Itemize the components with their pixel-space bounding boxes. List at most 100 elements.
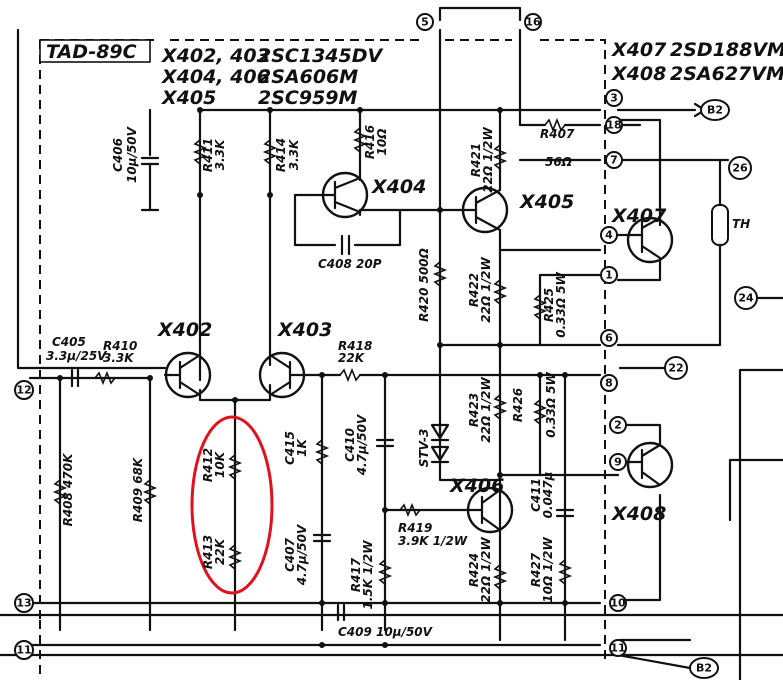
capacitor-c408	[340, 234, 351, 256]
label-r410-value: 3.3K	[103, 351, 135, 365]
terminal-2: 2	[609, 416, 627, 434]
board-outline	[39, 39, 606, 680]
capacitor-c411	[555, 508, 575, 518]
neighbor-board-edge	[738, 368, 783, 680]
resistor-r426	[532, 399, 548, 425]
resistor-r424	[492, 564, 508, 590]
svg-text:7: 7	[610, 154, 618, 167]
label-r410: R410	[103, 339, 137, 353]
terminal-16: 16	[524, 13, 542, 31]
capacitor-c409	[336, 603, 346, 622]
svg-text:24: 24	[738, 292, 754, 305]
transistor-x407	[626, 216, 674, 264]
resistor-symbols	[52, 117, 573, 590]
label-r412-value: 10K	[213, 450, 227, 478]
label-r426-value: 0.33Ω 5W	[544, 371, 558, 437]
type-2sa627vm: 2SA627VM	[670, 63, 783, 85]
terminal-1: 1	[600, 266, 618, 284]
terminal-4: 4	[600, 226, 618, 244]
label-r426: R426	[511, 388, 525, 422]
label-c405: C405	[52, 335, 86, 349]
svg-text:3: 3	[610, 92, 618, 105]
label-r416: R416	[363, 125, 377, 159]
label-r412: R412	[201, 448, 215, 482]
stv-diode	[430, 423, 450, 464]
type-list-x407: X407	[611, 39, 667, 61]
resistor-r420	[432, 261, 448, 287]
label-c408: C408 20P	[318, 257, 382, 271]
label-stv: STV-3	[417, 429, 431, 468]
resistor-r427	[557, 559, 573, 585]
type-2sa606m: 2SA606M	[258, 66, 358, 88]
resistor-r415	[314, 439, 330, 465]
resistor-r417	[377, 559, 393, 585]
svg-text:B2: B2	[707, 104, 723, 117]
resistor-r411	[192, 139, 208, 165]
transistor-type-list-left: X402, 403 X404, 406 X405 2SC1345DV 2SA60…	[161, 45, 384, 109]
terminal-13: 13	[14, 593, 34, 613]
svg-text:12: 12	[16, 384, 31, 397]
capacitor-c406	[140, 108, 160, 212]
label-r422-value: 22Ω 1/2W	[479, 257, 493, 323]
terminal-7: 7	[605, 151, 623, 169]
svg-text:10: 10	[610, 597, 626, 610]
output-b2-top: B2	[693, 99, 730, 121]
type-list-x405: X405	[161, 87, 216, 109]
transistor-x405	[458, 186, 509, 234]
label-r407-value: 56Ω	[545, 155, 572, 169]
label-x402: X402	[157, 319, 212, 341]
terminal-9: 9	[609, 453, 627, 471]
terminal-18: 18	[605, 116, 623, 134]
label-th: TH	[732, 217, 750, 231]
svg-text:6: 6	[605, 332, 613, 345]
terminal-12: 12	[14, 380, 34, 400]
label-c407: C407	[283, 537, 297, 572]
label-r414: R414	[274, 138, 288, 172]
svg-text:22: 22	[668, 362, 683, 375]
svg-text:1: 1	[605, 269, 613, 282]
type-2sc959m: 2SC959M	[258, 87, 358, 109]
svg-text:11: 11	[16, 644, 31, 657]
type-list-x402-403: X402, 403	[161, 45, 270, 67]
terminal-11-right: 11	[609, 639, 627, 657]
label-x405: X405	[519, 191, 574, 213]
label-c411: C411	[529, 478, 543, 512]
label-r421-value: 22Ω 1/2W	[481, 127, 495, 193]
transistor-x408	[626, 441, 674, 489]
label-r417: R417	[349, 557, 363, 592]
resistor-r419	[399, 502, 421, 518]
label-r424-value: 22Ω 1/2W	[479, 537, 493, 603]
label-r427-value: 10Ω 1/2W	[541, 537, 555, 603]
transistor-x402	[163, 351, 212, 399]
resistor-r409	[142, 479, 158, 505]
label-r423: R423	[467, 393, 481, 427]
resistor-r414	[262, 139, 278, 165]
transistor-x403	[258, 351, 307, 399]
highlight-ellipse	[190, 415, 274, 595]
capacitor-c407	[312, 533, 332, 543]
label-r419: R419	[398, 521, 432, 535]
thermistor-th	[711, 204, 729, 246]
label-c411-value: 0.047μ	[541, 471, 555, 518]
label-r414-value: 3.3K	[287, 138, 301, 170]
svg-text:16: 16	[525, 16, 541, 29]
label-c415-value: 1K	[295, 437, 309, 456]
resistor-r410	[94, 370, 116, 386]
resistor-r423	[492, 394, 508, 420]
resistor-r416	[352, 127, 368, 153]
label-r413-value: 22K	[213, 537, 227, 565]
capacitor-symbols	[70, 108, 575, 622]
terminal-5: 5	[416, 13, 434, 31]
label-r417-value: 1.5K 1/2W	[361, 540, 375, 610]
output-26: 26	[718, 156, 752, 180]
label-r418: R418	[338, 339, 372, 353]
terminal-8: 8	[600, 374, 618, 392]
output-b2-bottom: B2	[689, 657, 719, 679]
label-c415: C415	[283, 431, 297, 465]
resistor-r408	[52, 479, 68, 505]
svg-text:9: 9	[614, 456, 622, 469]
label-x406: X406	[449, 475, 504, 497]
label-r411-value: 3.3K	[213, 138, 227, 170]
label-r408: R408 470K	[61, 452, 75, 527]
